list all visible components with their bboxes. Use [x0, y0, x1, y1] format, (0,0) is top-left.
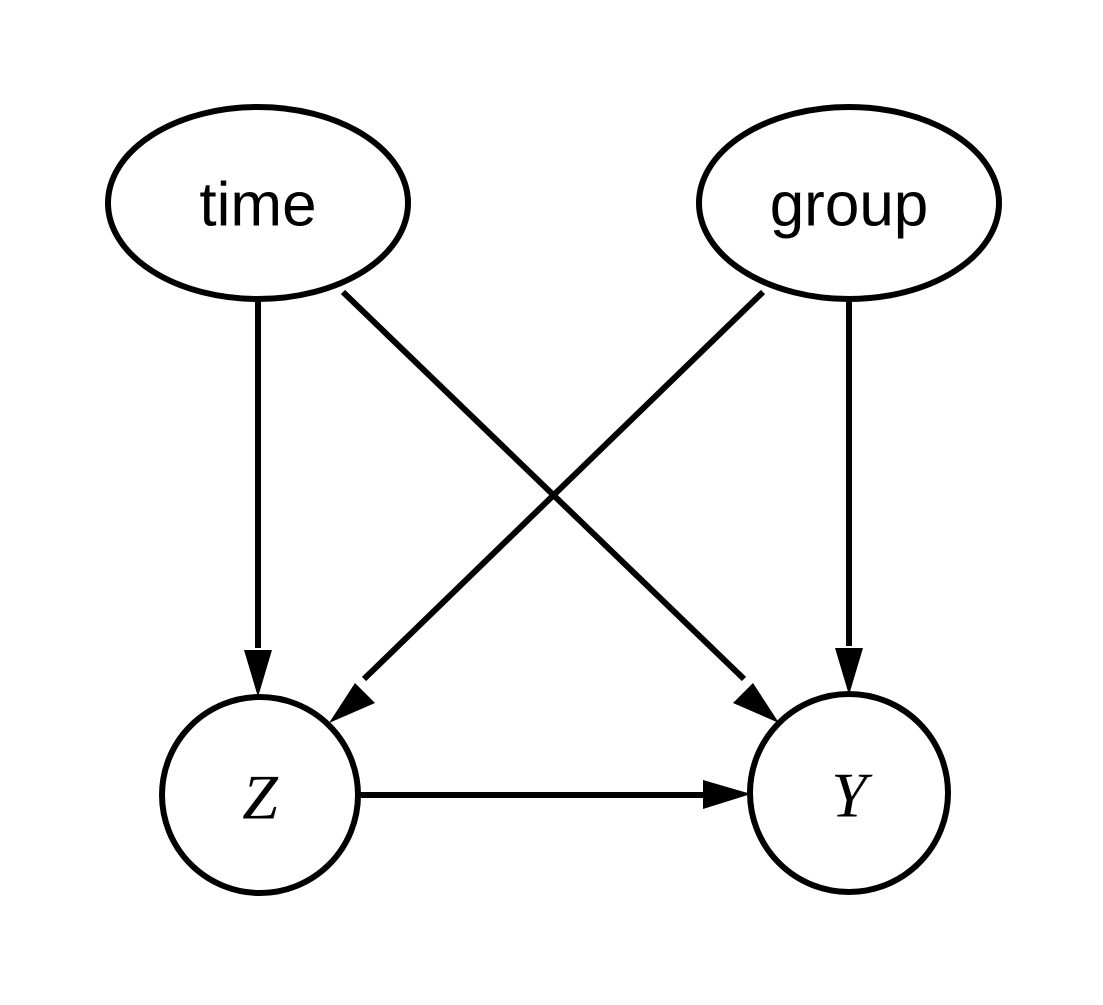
node-time[interactable]: time	[105, 104, 411, 302]
node-Y-label: Y	[831, 760, 873, 831]
node-Z-label: Z	[242, 762, 279, 833]
node-Z-circle	[159, 694, 361, 896]
node-time-label: time	[199, 171, 316, 240]
edge-group-to-Z[interactable]	[329, 289, 766, 723]
edge-group-to-Z-line	[361, 289, 766, 682]
node-Y-circle	[747, 691, 951, 895]
node-group[interactable]: group	[696, 104, 1002, 302]
node-time-ellipse	[105, 104, 411, 302]
edge-Z-to-Y[interactable]	[358, 780, 751, 809]
node-Y[interactable]: Y	[747, 691, 951, 895]
edge-Z-to-Y-arrowhead	[703, 780, 751, 809]
edge-group-to-Z-arrowhead	[329, 683, 375, 723]
edge-group-to-Y-arrowhead	[835, 648, 863, 695]
edge-time-to-Y[interactable]	[340, 289, 779, 723]
edge-time-to-Y-line	[340, 289, 747, 682]
edge-layer	[244, 289, 863, 809]
node-layer: time group Z Y	[105, 104, 1002, 896]
edge-time-to-Z-arrowhead	[244, 650, 272, 697]
node-Z[interactable]: Z	[159, 694, 361, 896]
node-group-ellipse	[696, 104, 1002, 302]
edge-time-to-Z[interactable]	[244, 300, 272, 697]
edge-group-to-Y[interactable]	[835, 300, 863, 695]
node-group-label: group	[770, 171, 929, 240]
edge-time-to-Y-arrowhead	[733, 683, 779, 723]
